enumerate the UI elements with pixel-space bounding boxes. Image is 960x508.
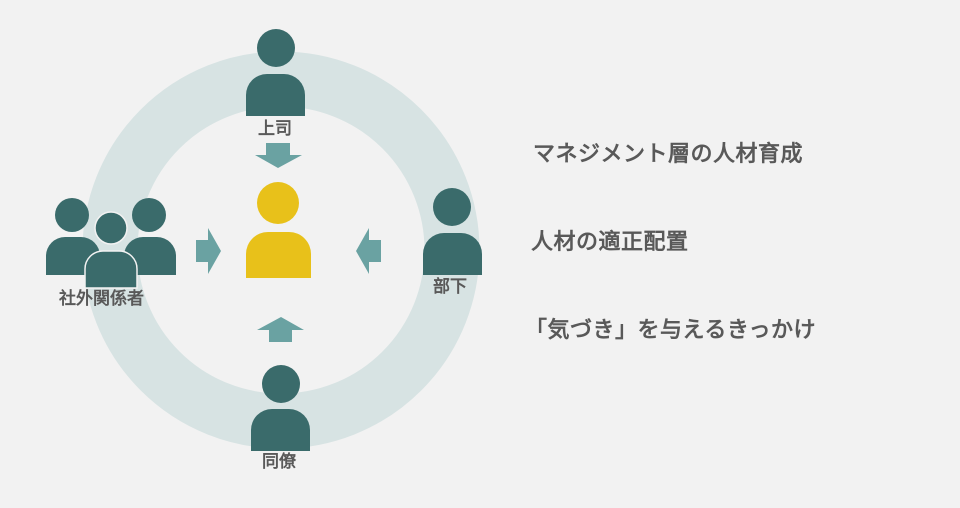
label-colleague: 同僚 [262,452,296,472]
arrow-left-icon [356,228,381,274]
person-icon-boss [246,29,305,116]
point-management-development: マネジメント層の人材育成 [533,142,804,167]
label-subordinate: 部下 [433,277,467,297]
person-icon-self [246,182,311,278]
arrow-up-icon [257,317,304,342]
group-icon-external [46,198,176,289]
label-external: 社外関係者 [59,289,144,309]
point-awareness-trigger: 「気づき」を与えるきっかけ [525,318,816,343]
point-proper-placement: 人材の適正配置 [531,230,689,255]
arrow-down-icon [255,143,302,168]
person-icon-colleague [251,365,310,451]
label-boss: 上司 [258,119,292,139]
arrow-right-icon [196,228,221,274]
person-icon-subordinate [423,188,482,275]
